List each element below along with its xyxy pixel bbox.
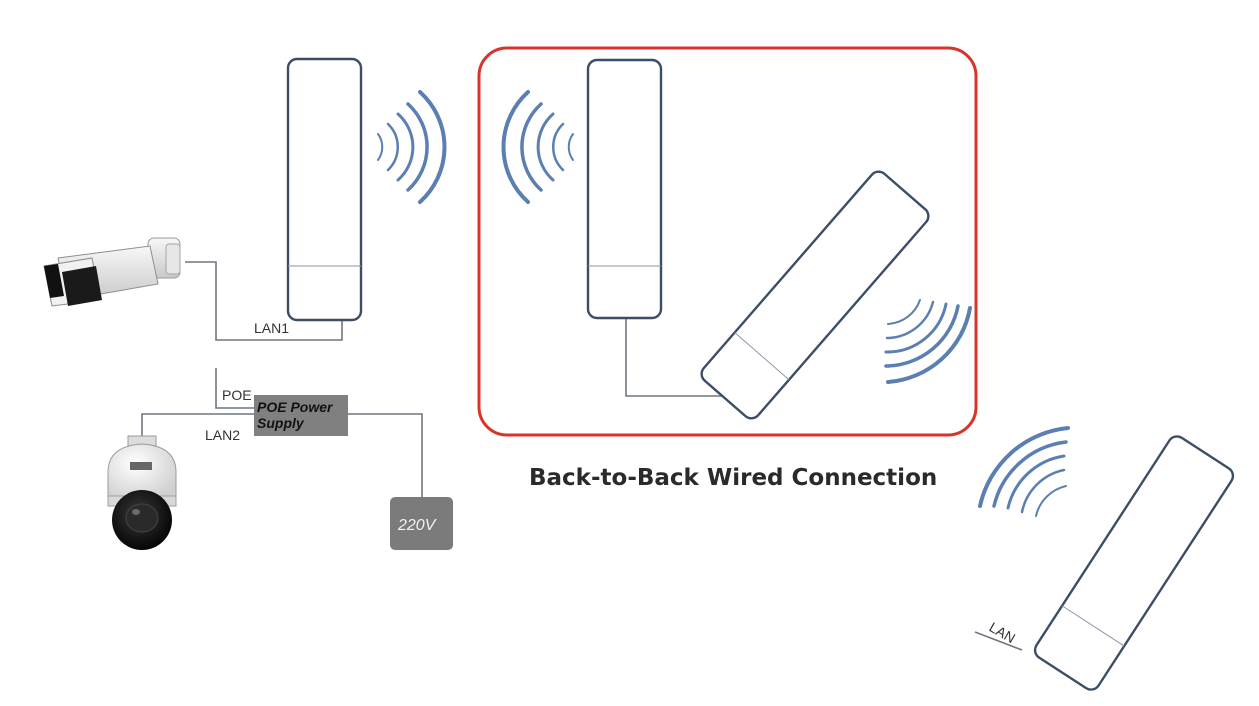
power-cable xyxy=(348,413,423,497)
poe-supply-line2: Supply xyxy=(257,415,305,431)
poe-power-supply xyxy=(254,395,348,436)
lan2-label: LAN2 xyxy=(205,427,240,443)
cpe-remote-icon xyxy=(1033,435,1235,691)
wave-remote-cpe-icon xyxy=(978,426,1070,517)
wave-tilted-cpe-icon xyxy=(884,299,972,384)
poe-supply-line1: POE Power xyxy=(257,399,334,415)
lan-bottom-cable xyxy=(974,631,1023,651)
wave-center-cpe-icon xyxy=(501,90,574,204)
bullet-camera-icon xyxy=(43,237,181,307)
back-to-back-cable xyxy=(625,318,727,397)
lan1-label: LAN1 xyxy=(254,320,289,336)
poe-cable xyxy=(215,368,254,409)
back-to-back-group xyxy=(477,46,978,437)
poe-label: POE xyxy=(222,387,252,403)
wiring xyxy=(141,261,1023,651)
ptz-dome-camera-icon xyxy=(107,435,177,550)
wave-left-cpe-icon xyxy=(377,90,447,204)
lan1-cable xyxy=(185,261,343,341)
cpe-left-icon xyxy=(286,57,363,322)
cpe-center-icon xyxy=(586,58,663,320)
lan2-cable xyxy=(141,413,254,438)
group-title: Back-to-Back Wired Connection xyxy=(529,465,937,491)
cpe-tilted-icon xyxy=(700,170,930,420)
power-source xyxy=(390,497,453,550)
power-source-label: 220V xyxy=(397,517,437,534)
